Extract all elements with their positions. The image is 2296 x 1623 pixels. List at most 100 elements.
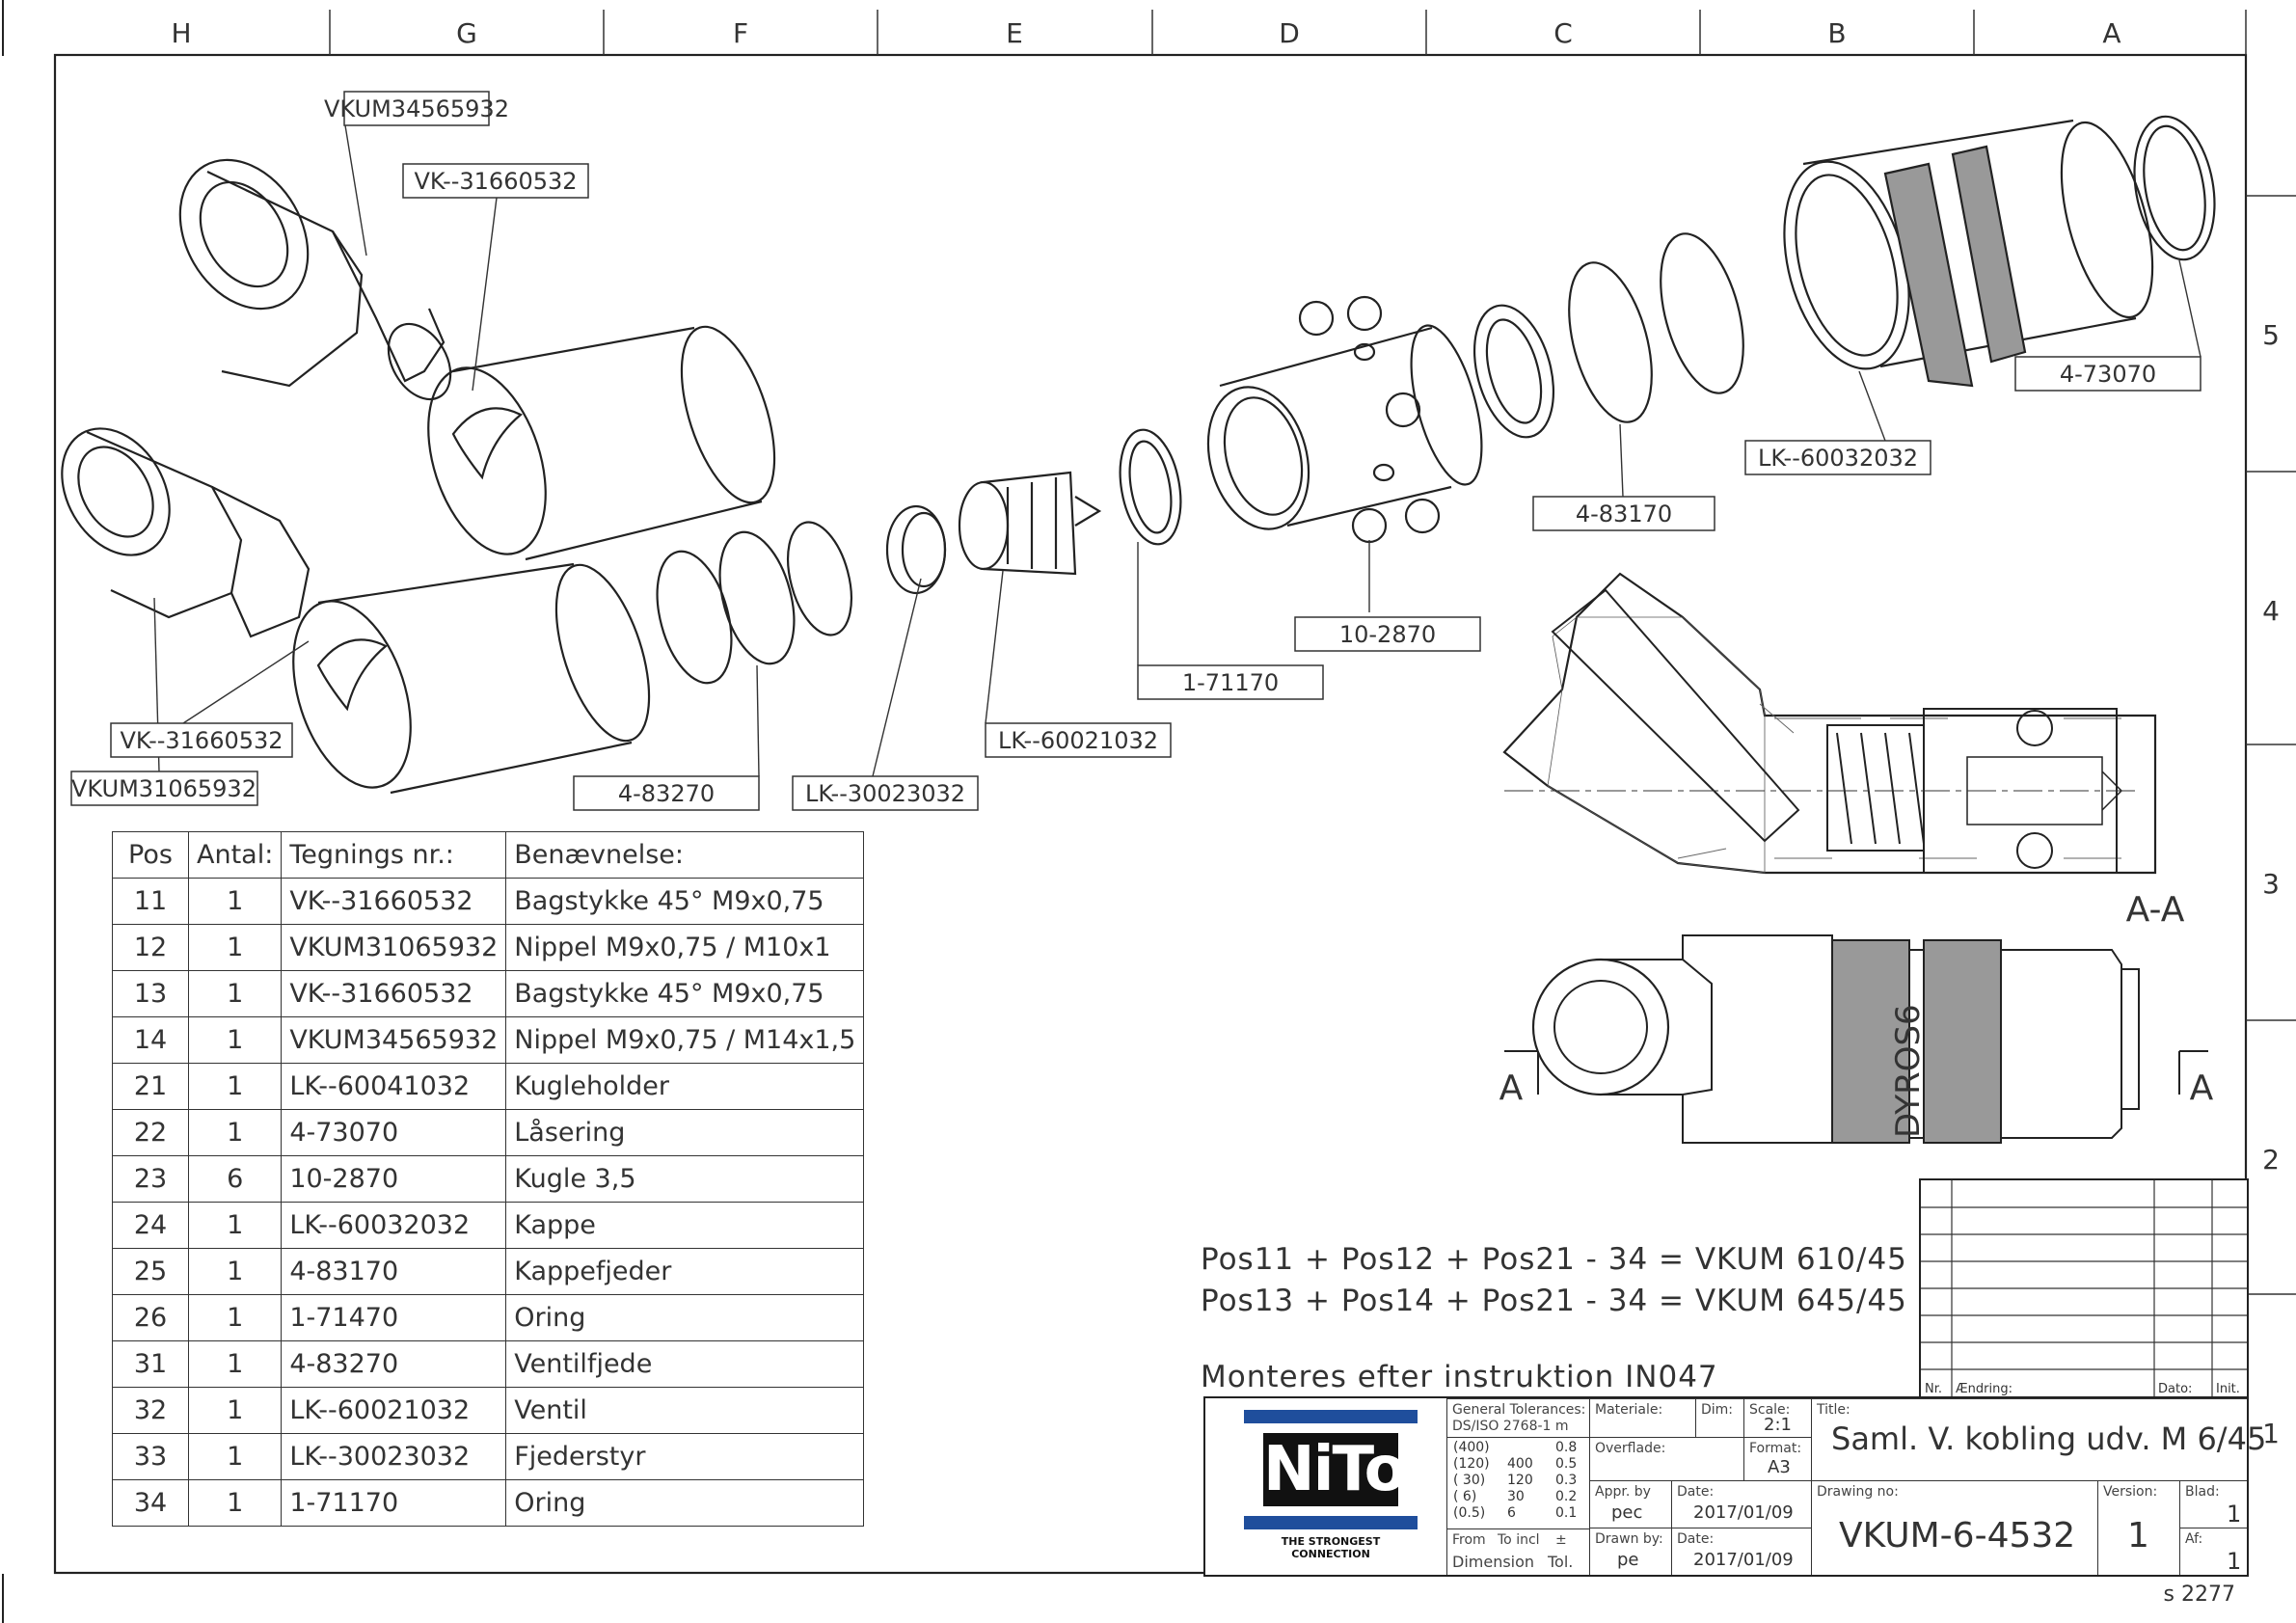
drawing-title: Saml. V. kobling udv. M 6/45: [1831, 1420, 2267, 1457]
zone-row-label: 4: [2262, 595, 2280, 627]
logo-tagline: THE STRONGEST CONNECTION: [1281, 1535, 1381, 1560]
section-view: A-A: [1502, 572, 2185, 930]
drawing-frame: [53, 53, 2248, 1575]
bom-qty: 1: [187, 1479, 283, 1527]
knurl-text: DYROS6: [1889, 1004, 1928, 1138]
bom-drawing: VKUM34565932: [281, 1016, 507, 1064]
approved-by-value: pec: [1611, 1502, 1643, 1523]
bom-description: Kappe: [505, 1202, 865, 1249]
part-label: LK--30023032: [805, 780, 965, 807]
zone-col-label: G: [456, 17, 477, 49]
scale-value: 2:1: [1764, 1415, 1792, 1435]
bom-drawing: 10-2870: [281, 1155, 507, 1203]
bom-drawing: 4-83270: [281, 1340, 507, 1388]
part-label: 1-71170: [1182, 669, 1279, 696]
cut-letter-right: A: [2190, 1068, 2214, 1108]
cut-line-markers: [1504, 1050, 2208, 1095]
bom-qty: 1: [187, 1202, 283, 1249]
bom-description: Låsering: [505, 1109, 865, 1156]
bom-pos: 32: [112, 1387, 189, 1434]
bom-drawing: 4-73070: [281, 1109, 507, 1156]
assembly-instruction-note: Monteres efter instruktion IN047: [1201, 1360, 1718, 1394]
tol-to: 400: [1507, 1456, 1533, 1472]
scale-label: Scale:: [1749, 1402, 1791, 1418]
bom-drawing: LK--60041032: [281, 1063, 507, 1110]
surface-label: Overflade:: [1595, 1441, 1666, 1456]
bom-description: Nippel M9x0,75 / M10x1: [505, 924, 865, 971]
back-piece-bottom: [292, 562, 651, 795]
bom-header-description: Benævnelse:: [505, 831, 865, 879]
bom-pos: 25: [112, 1248, 189, 1295]
tol-label: Tol.: [1548, 1553, 1574, 1571]
lock-ring: [2133, 115, 2216, 261]
bom-pos: 34: [112, 1479, 189, 1527]
nito-logo: NiTo THE STRONGEST CONNECTION: [1244, 1410, 1418, 1564]
title-label: Title:: [1817, 1402, 1850, 1418]
drawn-date-value: 2017/01/09: [1693, 1550, 1794, 1570]
dim-cell: Dim:: [1695, 1398, 1743, 1437]
assembly-formula-2: Pos13 + Pos14 + Pos21 - 34 = VKUM 645/45: [1201, 1284, 1907, 1318]
part-label: LK--60032032: [1758, 445, 1918, 472]
scale-cell: Scale: 2:1: [1743, 1398, 1811, 1437]
part-label: VK--31660532: [414, 168, 577, 195]
bom-pos: 33: [112, 1433, 189, 1480]
sheet-cell: Blad: 1: [2179, 1480, 2247, 1528]
assembly-formula-1: Pos11 + Pos12 + Pos21 - 34 = VKUM 610/45: [1201, 1242, 1907, 1277]
part-label: 4-83270: [618, 780, 715, 807]
title-cell: Title: Saml. V. kobling udv. M 6/45: [1811, 1398, 2266, 1480]
bom-description: Oring: [505, 1294, 865, 1341]
section-view-label: A-A: [2126, 890, 2185, 930]
bom-qty: 1: [187, 924, 283, 971]
bom-pos: 11: [112, 878, 189, 925]
material-cell: Materiale:: [1589, 1398, 1695, 1437]
bom-qty: 1: [187, 970, 283, 1017]
bom-pos: 14: [112, 1016, 189, 1064]
bom-description: Ventil: [505, 1387, 865, 1434]
zone-row-numbers: 5 4 3 2 1: [2262, 319, 2280, 1449]
bom-drawing: 4-83170: [281, 1248, 507, 1295]
sheet-label: Blad:: [2185, 1484, 2220, 1500]
bom-drawing: VKUM31065932: [281, 924, 507, 971]
tol-from: (0.5): [1453, 1505, 1486, 1521]
nipple-mid: [61, 427, 311, 638]
zone-row-label: 2: [2262, 1144, 2280, 1176]
bom-qty: 1: [187, 1109, 283, 1156]
tol-from: (400): [1453, 1440, 1490, 1455]
tolerance-grid: (400) (120) ( 30) ( 6) (0.5) 400 120 30 …: [1446, 1437, 1589, 1528]
valve: [958, 471, 1102, 576]
bom-description: Kappefjeder: [505, 1248, 865, 1295]
bom-pos: 24: [112, 1202, 189, 1249]
bom-pos: 12: [112, 924, 189, 971]
logo-bottom-bar: [1244, 1516, 1418, 1529]
part-label: VKUM34565932: [324, 95, 509, 122]
part-label: VK--31660532: [120, 727, 283, 754]
bom-qty: 1: [187, 1016, 283, 1064]
corner-reference: s 2277: [2164, 1582, 2235, 1607]
bom-pos: 31: [112, 1340, 189, 1388]
zone-col-label: E: [1006, 17, 1023, 49]
tol-to: 120: [1507, 1473, 1533, 1488]
tolerance-footer: From To incl ± Dimension Tol.: [1446, 1528, 1589, 1575]
tol-from-label: From: [1452, 1532, 1486, 1548]
bom-drawing: LK--60021032: [281, 1387, 507, 1434]
bom-qty: 1: [187, 1063, 283, 1110]
bom-header-pos: Pos: [112, 831, 189, 879]
side-view: DYROS6 A A: [1499, 934, 2214, 1144]
zone-row-label: 3: [2262, 868, 2280, 900]
revision-grid: Nr. Ændring: Dato: Init.: [1921, 1180, 2247, 1398]
surface-cell: Overflade:: [1589, 1437, 1743, 1480]
part-label-boxes: [70, 91, 2201, 811]
bom-description: Bagstykke 45° M9x0,75: [505, 970, 865, 1017]
dim-label: Dim:: [1701, 1402, 1734, 1418]
part-label: 4-73070: [2060, 361, 2156, 388]
zone-col-label: B: [1827, 17, 1846, 49]
drawn-date-cell: Date: 2017/01/09: [1671, 1528, 1811, 1575]
